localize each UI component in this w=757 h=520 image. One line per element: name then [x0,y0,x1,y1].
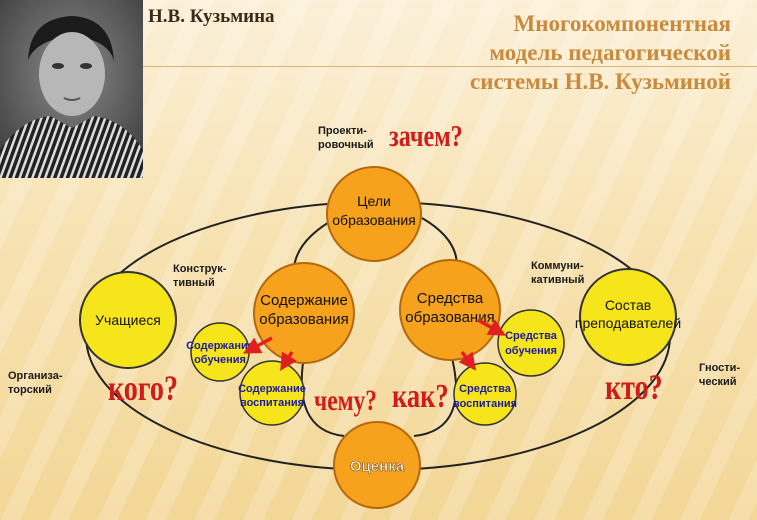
arrow-to-content-learning [242,336,273,354]
slide-title: Многокомпонентная модель педагогической … [470,9,731,96]
label-constructive-line-2: тивный [173,277,215,289]
author-photo [0,0,143,178]
content-upbringing-line-2: воспитания [240,397,304,409]
goals-line-2: образования [332,212,415,228]
staff-line-1: Состав [605,297,651,313]
label-constructive-line-1: Конструк- [173,263,227,275]
content-circle [253,262,355,364]
link-means-eval [413,349,457,437]
label-organizational-line-1: Организа- [8,370,63,382]
content-learning-circle [190,322,250,382]
title-line-1: Многокомпонентная [513,11,731,36]
question-whom: кого? [108,368,178,408]
label-communicative: Коммуни- кативный [531,259,584,287]
staff-line-2: преподавателей [575,315,681,331]
staff-circle [579,268,677,366]
label-design-line-1: Проекти- [318,125,367,137]
goals-circle [326,166,422,262]
question-why: зачем? [389,118,463,153]
label-design-line-2: ровочный [318,139,374,151]
means-upbringing-circle [453,362,517,426]
means-upbringing-line-1: Средства [459,383,512,395]
label-organizational: Организа- торский [8,369,62,397]
question-who: кто? [605,367,663,407]
title-line-3: системы Н.В. Кузьминой [470,69,731,94]
label-communicative-line-1: Коммуни- [531,260,584,272]
content-line-2: образования [259,311,348,328]
means-learning-circle [497,309,565,377]
content-line-1: Содержание [260,292,348,309]
content-learning-line-1: Содержание [186,340,254,352]
evaluation-circle [333,421,421,509]
label-gnostic-line-2: ческий [699,376,737,388]
content-upbringing-line-1: Содержание [238,383,306,395]
author-name: Н.В. Кузьмина [148,6,275,27]
means-line-1: Средства [417,290,484,307]
means-upbringing-line-2: воспитания [453,398,517,410]
students-circle [79,271,177,369]
content-learning-line-2: обучения [194,354,246,366]
arrow-to-content-upbringing [280,351,297,371]
label-constructive: Конструк- тивный [173,262,226,290]
arrow-to-means-learning [477,318,507,336]
label-communicative-line-2: кативный [531,274,585,286]
label-organizational-line-2: торский [8,384,52,396]
means-circle [399,259,501,361]
title-divider [143,66,757,67]
means-learning-line-2: обучения [505,345,557,357]
means-line-2: образования [405,309,494,326]
means-learning-line-1: Средства [505,330,558,342]
question-how: как? [392,378,449,415]
link-content-eval [300,349,345,437]
arrow-to-means-upbringing [458,350,477,371]
evaluation-label: Оценка [350,458,405,475]
title-line-2: модель педагогической [489,40,731,65]
label-gnostic-line-1: Гности- [699,362,741,374]
question-what: чему? [314,384,377,417]
students-label: Учащиеся [95,312,161,328]
label-gnostic: Гности- ческий [699,361,740,389]
goals-line-1: Цели [357,193,391,209]
label-design: Проекти- ровочный [318,124,374,152]
content-upbringing-circle [239,360,305,426]
